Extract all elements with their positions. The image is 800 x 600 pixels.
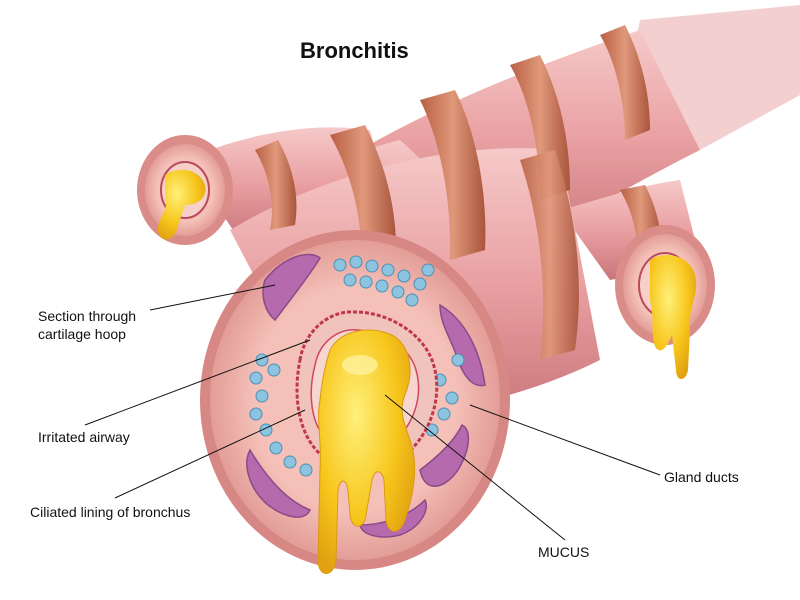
label-mucus: MUCUS	[538, 544, 590, 560]
leader-lines	[84, 284, 661, 541]
main-bronchus-section	[200, 230, 510, 574]
mucus-mass	[317, 329, 416, 574]
label-cartilage-line2: cartilage hoop	[38, 326, 126, 342]
label-gland-ducts: Gland ducts	[664, 469, 739, 485]
gland-cluster	[249, 255, 465, 477]
label-irritated-airway: Irritated airway	[38, 429, 130, 445]
label-cartilage-section: Section through cartilage hoop	[38, 307, 136, 343]
cartilage-plates	[246, 253, 486, 538]
left-bronchus-section	[137, 135, 233, 245]
right-bronchus-section	[615, 225, 715, 379]
diagram-title: Bronchitis	[300, 38, 409, 63]
label-cartilage-line1: Section through	[38, 308, 137, 324]
label-ciliated-lining: Ciliated lining of bronchus	[30, 504, 191, 520]
trachea-tube	[185, 5, 800, 421]
